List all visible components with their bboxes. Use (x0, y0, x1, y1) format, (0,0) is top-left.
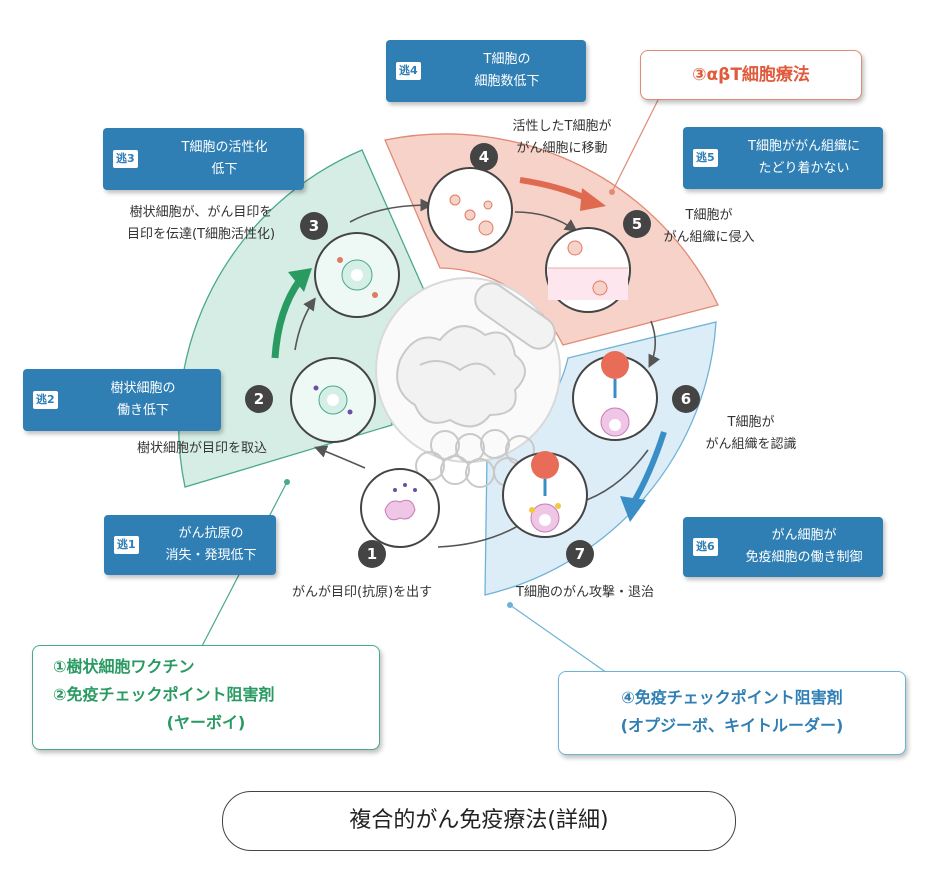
step-number-1: 1 (358, 540, 386, 568)
therapy-blue-line-2: (オプジーボ、キイトルーダー) (620, 716, 844, 735)
escape-box-3: 逃3 T細胞の活性化低下 (103, 128, 304, 190)
escape-box-1: 逃1 がん抗原の消失・発現低下 (104, 515, 276, 575)
green-sector (178, 149, 428, 488)
escape-text: T細胞の (483, 52, 531, 67)
escape-text: T細胞ががん組織に (748, 139, 860, 154)
escape-box-5: 逃5 T細胞ががん組織にたどり着かない (683, 127, 883, 189)
escape-text: 消失・発現低下 (165, 548, 257, 563)
escape-text: 低下 (211, 162, 238, 177)
escape-text: 免疫細胞の働き制御 (745, 550, 863, 565)
escape-text: 細胞数低下 (474, 74, 540, 89)
step-circle-2 (290, 357, 376, 443)
escape-text: がん抗原の (178, 526, 244, 541)
step-number-7: 7 (566, 540, 594, 568)
therapy-alpha-beta-text: ③αβT細胞療法 (692, 65, 810, 85)
escape-box-6: 逃6 がん細胞が免疫細胞の働き制御 (683, 517, 883, 577)
escape-text: 樹状細胞の (110, 381, 176, 396)
step-label-3: 樹状細胞が、がん目印を目印を伝達(T細胞活性化) (126, 205, 276, 242)
escape-tag: 逃3 (113, 150, 138, 168)
escape-text: がん細胞が (771, 528, 837, 543)
green-arrow (271, 277, 303, 359)
step-number-4: 4 (470, 143, 498, 171)
escape-tag: 逃2 (33, 391, 58, 409)
escape-text: たどり着かない (758, 161, 850, 176)
escape-box-2: 逃2 樹状細胞の働き低下 (23, 369, 221, 431)
escape-tag: 逃1 (114, 536, 139, 554)
step-label-2: 樹状細胞が目印を取込 (137, 441, 268, 456)
step-circle-6 (572, 351, 658, 441)
therapy-box-green: ①樹状細胞ワクチン ②免疫チェックポイント阻害剤 (ヤーボイ) (32, 645, 380, 750)
step-circle-5 (545, 227, 631, 313)
step-label-7: T細胞のがん攻撃・退治 (516, 585, 654, 600)
diagram-caption: 複合的がん免疫療法(詳細) (222, 791, 736, 851)
escape-box-4: 逃4 T細胞の細胞数低下 (386, 40, 586, 102)
step-number-5: 5 (623, 210, 651, 238)
escape-text: 働き低下 (116, 403, 169, 418)
step-label-4: 活性したT細胞ががん細胞に移動 (512, 119, 612, 156)
step-number-2: 2 (245, 385, 273, 413)
escape-tag: 逃4 (396, 62, 421, 80)
step-label-1: がんが目印(抗原)を出す (292, 585, 433, 600)
therapy-green-line-2: ②免疫チェックポイント阻害剤 (53, 685, 275, 704)
therapy-green-line-1: ①樹状細胞ワクチン (53, 657, 195, 676)
therapy-blue-line-1: ④免疫チェックポイント阻害剤 (621, 688, 843, 707)
therapy-green-line-3: (ヤーボイ) (166, 713, 246, 732)
step-circle-1 (360, 468, 440, 548)
therapy-box-blue: ④免疫チェックポイント阻害剤 (オプジーボ、キイトルーダー) (558, 671, 906, 755)
escape-tag: 逃6 (693, 538, 718, 556)
therapy-box-alpha-beta: ③αβT細胞療法 (640, 50, 862, 100)
step-circle-7 (502, 451, 588, 538)
step-circle-4 (427, 167, 513, 253)
step-label-6: T細胞ががん組織を認識 (705, 415, 797, 452)
center-organ-illustration (375, 277, 561, 488)
step-number-6: 6 (672, 385, 700, 413)
step-circle-3 (314, 232, 400, 318)
step-number-3: 3 (300, 212, 328, 240)
escape-tag: 逃5 (693, 149, 718, 167)
escape-text: T細胞の活性化 (181, 140, 268, 155)
step-label-5: T細胞ががん組織に侵入 (663, 208, 755, 245)
